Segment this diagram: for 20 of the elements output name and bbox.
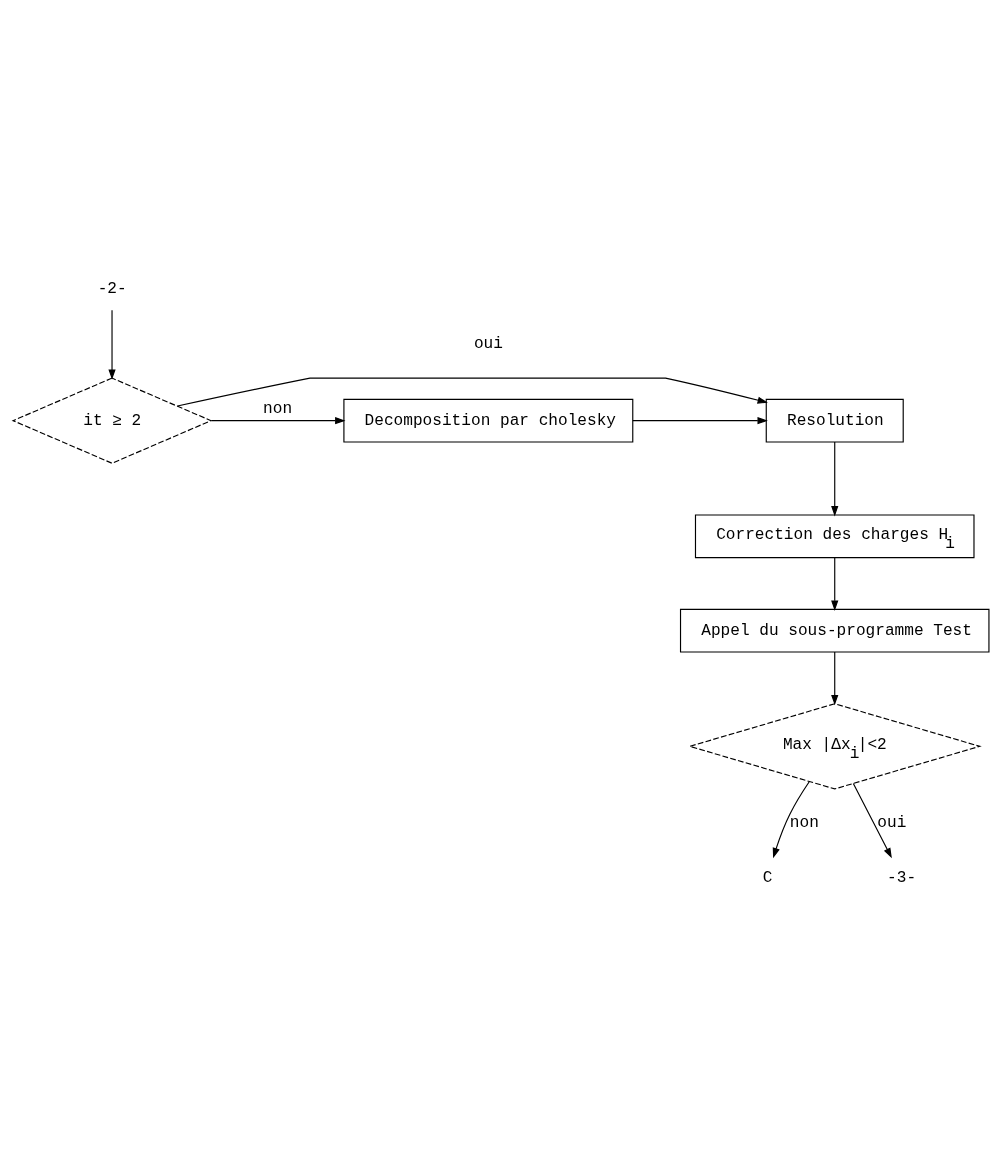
- arrow: [852, 783, 892, 859]
- arrow: [831, 651, 839, 706]
- arrow: [210, 417, 346, 425]
- node-text: -3-: [887, 869, 917, 888]
- edge-label: non: [263, 399, 293, 418]
- node-box: Decomposition par cholesky: [343, 398, 634, 443]
- arrow: [108, 309, 116, 380]
- arrow: [831, 557, 839, 611]
- node-diamond: it ≥ 2: [11, 377, 213, 464]
- arrow: [831, 441, 839, 517]
- node-box: Resolution: [765, 398, 904, 443]
- node-box: Appel du sous-programme Test: [679, 608, 990, 653]
- edge-label: non: [789, 814, 819, 833]
- arrow: [772, 781, 810, 859]
- node-text: C: [762, 869, 773, 888]
- arrow: [632, 417, 768, 425]
- arrow: [176, 377, 768, 407]
- edge-label: oui: [473, 335, 503, 354]
- edge-label: oui: [877, 814, 907, 833]
- node-text: -2-: [97, 280, 127, 299]
